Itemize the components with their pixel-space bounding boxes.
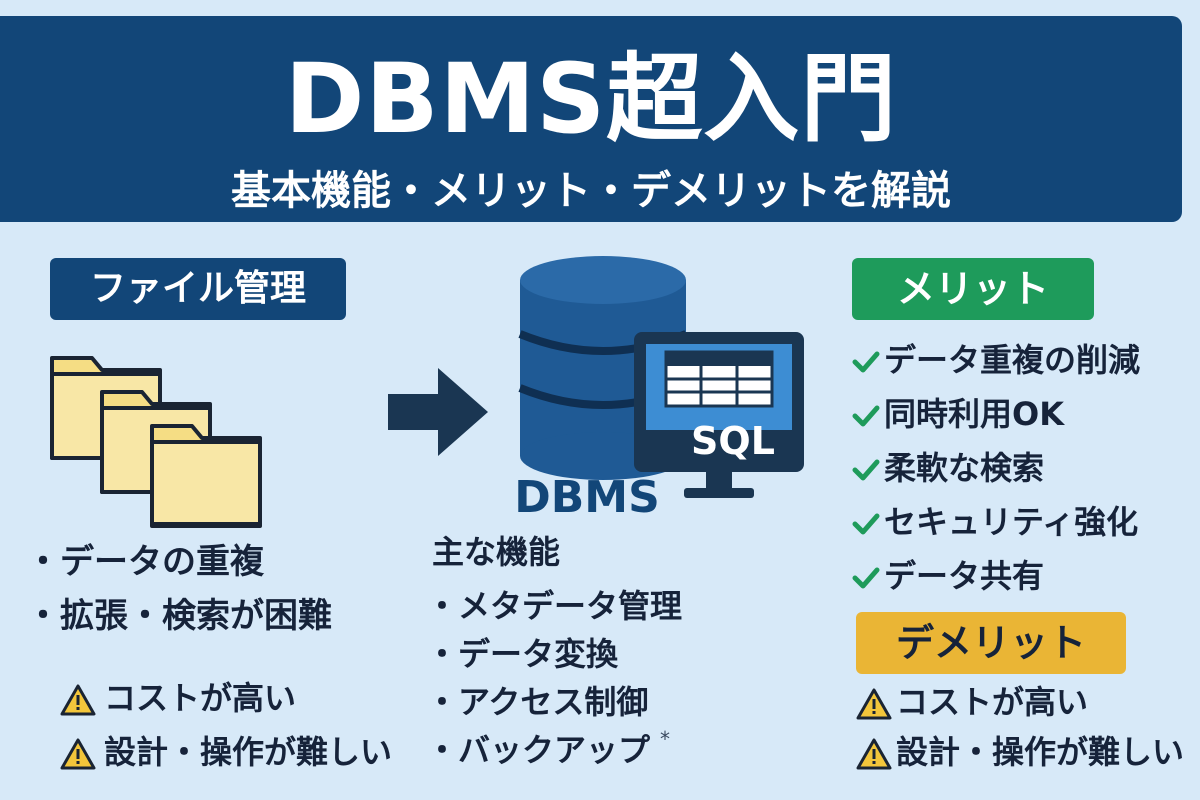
function-backup: ・バックアップ bbox=[426, 731, 651, 769]
sql-screen-label: SQL bbox=[691, 419, 775, 463]
footnote-mark: * bbox=[660, 727, 670, 751]
merit-item: データ共有 bbox=[884, 557, 1045, 595]
file-management-label: ファイル管理 bbox=[50, 258, 346, 320]
merit-item: 柔軟な検索 bbox=[884, 449, 1045, 487]
file-warning-cost: コストが高い bbox=[104, 679, 297, 717]
warning-icon bbox=[856, 738, 892, 770]
check-icon bbox=[852, 459, 880, 481]
merit-item: データ重複の削減 bbox=[884, 341, 1141, 379]
merit-item: セキュリティ強化 bbox=[884, 503, 1139, 541]
arrow-right-icon bbox=[388, 368, 488, 456]
dbms-label: DBMS bbox=[514, 472, 660, 523]
issue-expansion-search: ・拡張・検索が困難 bbox=[26, 596, 332, 636]
function-data-conversion: ・データ変換 bbox=[426, 635, 619, 673]
demerit-label: デメリット bbox=[856, 612, 1126, 674]
warning-icon bbox=[60, 738, 96, 770]
file-warning-design: 設計・操作が難しい bbox=[104, 733, 393, 771]
header-banner: DBMS超入門 基本機能・メリット・デメリットを解説 bbox=[0, 16, 1182, 222]
page-title: DBMS超入門 bbox=[284, 43, 898, 155]
issue-duplication: ・データの重複 bbox=[26, 542, 264, 582]
warning-icon bbox=[856, 688, 892, 720]
functions-title: 主な機能 bbox=[432, 533, 561, 571]
folder-icon bbox=[50, 356, 262, 528]
function-access-control: ・アクセス制御 bbox=[426, 683, 649, 721]
database-icon bbox=[518, 256, 804, 498]
check-icon bbox=[852, 351, 880, 373]
demerit-item: 設計・操作が難しい bbox=[896, 733, 1185, 771]
check-icon bbox=[852, 513, 880, 535]
page-subtitle: 基本機能・メリット・デメリットを解説 bbox=[231, 168, 951, 214]
merit-label: メリット bbox=[852, 258, 1094, 320]
check-icon bbox=[852, 567, 880, 589]
function-metadata: ・メタデータ管理 bbox=[426, 587, 683, 625]
warning-icon bbox=[60, 684, 96, 716]
merit-item: 同時利用OK bbox=[884, 395, 1065, 433]
demerit-item: コストが高い bbox=[896, 683, 1089, 721]
check-icon bbox=[852, 405, 880, 427]
monitor-icon bbox=[634, 332, 804, 498]
